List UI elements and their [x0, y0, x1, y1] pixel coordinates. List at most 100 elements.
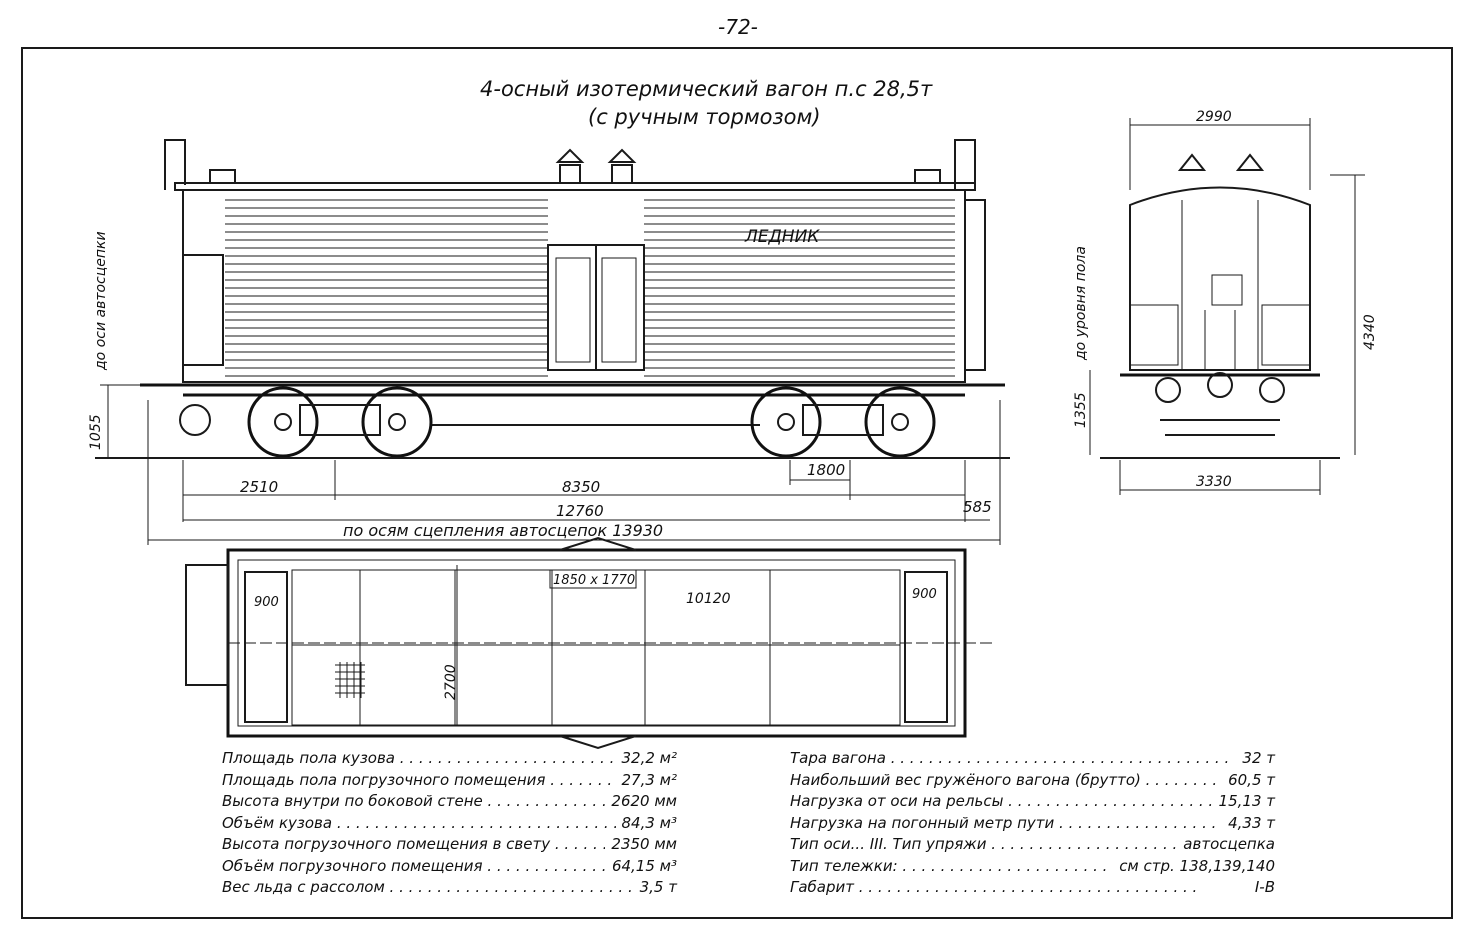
- dim-frame-length: 12760: [556, 502, 604, 520]
- end-vent: [1211, 274, 1243, 306]
- spec-row: Вес льда с рассолом 3,5 т: [222, 877, 677, 899]
- dim-overhang: 585: [963, 498, 992, 516]
- side-view: ЛЕДНИК 1055 до оси автосцепки 2510 8350: [88, 139, 1010, 545]
- ventilators: [1177, 153, 1265, 171]
- spec-row: Тип тележки: см стр. 138,139,140: [790, 856, 1275, 878]
- dim-coupler-height: 1055: [88, 414, 104, 450]
- spec-row: Габарит I-В: [790, 877, 1275, 899]
- spec-label: Высота внутри по боковой стене: [222, 791, 605, 813]
- bunker-right: [904, 571, 948, 723]
- dim-floor-height: 1355: [1073, 392, 1089, 428]
- dim-width-top: 2990: [1196, 109, 1232, 125]
- spec-value: 64,15 м³: [611, 856, 677, 875]
- underframe: [150, 383, 1000, 397]
- dim-bunker-right: 900: [912, 587, 937, 602]
- spec-value: 3,5 т: [639, 878, 677, 896]
- dim-width-bottom: 3330: [1196, 474, 1232, 490]
- spec-value: 27,3 м²: [621, 770, 678, 789]
- bogie-frame: [802, 404, 884, 436]
- specs-right: Тара вагона 32 т Наибольший вес гружёного …: [790, 748, 1275, 899]
- title-line-1: 4-осный изотермический вагон п.с 28,5т: [480, 77, 933, 101]
- ventilators: [559, 164, 633, 183]
- dim-inner-length: 10120: [686, 591, 731, 607]
- dim-coupler-label: до оси автосцепки: [93, 231, 109, 371]
- wheel: [864, 386, 936, 458]
- spec-value: 2350 мм: [611, 835, 677, 853]
- end-bunker-grille: [1129, 304, 1179, 366]
- bogie-left: [247, 386, 433, 458]
- spec-row: Тип оси... III. Тип упряжи автосцепка: [790, 834, 1275, 856]
- spec-label: Площадь пола погрузочного помещения: [222, 770, 616, 792]
- wheel: [361, 386, 433, 458]
- title-line-2: (с ручным тормозом): [588, 105, 821, 129]
- spec-row: Нагрузка от оси на рельсы 15,13 т: [790, 791, 1275, 813]
- spec-row: Площадь пола погрузочного помещения 27,3 …: [222, 770, 677, 792]
- spec-value: 15,13 т: [1218, 792, 1275, 810]
- spec-value: 32 т: [1242, 749, 1275, 767]
- dim-lines: [148, 479, 1000, 541]
- spec-row: Высота погрузочного помещения в свету 235…: [222, 834, 677, 856]
- drawing-frame: [21, 47, 1453, 919]
- spec-value: 84,3 м³: [621, 813, 678, 832]
- spec-label: Нагрузка от оси на рельсы: [790, 791, 1213, 813]
- roof-handrails: [164, 139, 976, 190]
- end-ladder: [182, 254, 224, 366]
- spec-label: Тип тележки:: [790, 856, 1113, 878]
- wheel: [247, 386, 319, 458]
- dim-inner-width: 2700: [443, 664, 459, 700]
- spec-label: Габарит: [790, 877, 1249, 899]
- spec-label: Объём кузова: [222, 813, 616, 835]
- car-body: [182, 189, 966, 383]
- dim-height: 4340: [1362, 314, 1378, 350]
- spec-label: Тип оси... III. Тип упряжи: [790, 834, 1177, 856]
- spec-value: 2620 мм: [611, 792, 677, 810]
- body-planking: [225, 199, 955, 377]
- spec-row: Объём погрузочного помещения 64,15 м³: [222, 856, 677, 878]
- specs-left: Площадь пола кузова 32,2 м² Площадь пола п…: [222, 748, 677, 899]
- bogie-frame: [299, 404, 381, 436]
- dim-total-label: по осям сцепления автосцепок 13930: [343, 521, 663, 540]
- dim-bogie-offset: 2510: [240, 478, 278, 496]
- spec-value: 32,2 м²: [621, 749, 678, 767]
- end-ladder-right: [964, 199, 986, 371]
- spec-label: Площадь пола кузова: [222, 748, 616, 770]
- spec-row: Нагрузка на погонный метр пути 4,33 т: [790, 813, 1275, 835]
- dim-floor-label: до уровня пола: [1073, 246, 1089, 361]
- spec-row: Наибольший вес гружёного вагона (брутто)…: [790, 770, 1275, 792]
- ice-hatches: [209, 169, 941, 183]
- dim-bogie-centers: 8350: [562, 478, 600, 496]
- dim-bunker-left: 900: [254, 595, 279, 610]
- spec-row: Объём кузова 84,3 м³: [222, 813, 677, 835]
- drain-grate: [335, 662, 365, 698]
- dim-door: 1850 x 1770: [553, 573, 635, 588]
- wheel: [750, 386, 822, 458]
- spec-row: Высота внутри по боковой стене 2620 мм: [222, 791, 677, 813]
- spec-value: 4,33 т: [1228, 813, 1275, 832]
- bunker-left: [244, 571, 288, 723]
- floor-grid: [291, 569, 901, 726]
- roof: [174, 182, 976, 191]
- spec-label: Нагрузка на погонный метр пути: [790, 813, 1222, 835]
- end-view: 2990 4340 1355 до уровня пола 3330: [1073, 109, 1378, 495]
- spec-label: Объём погрузочного помещения: [222, 856, 606, 878]
- page-number: -72-: [718, 15, 758, 39]
- end-platform: [185, 564, 229, 686]
- spec-value: I-В: [1254, 878, 1275, 896]
- spec-label: Наибольший вес гружёного вагона (брутто): [790, 770, 1222, 792]
- dim-coupler-height-line: [100, 384, 140, 458]
- spec-label: Вес льда с рассолом: [222, 877, 634, 899]
- spec-value: 60,5 т: [1228, 770, 1275, 789]
- spec-label: Высота погрузочного помещения в свету: [222, 834, 605, 856]
- plan-view: 900 900 1850 x 1770 10120 2700: [185, 536, 995, 750]
- end-body: [1129, 186, 1311, 371]
- spec-value: автосцепка: [1183, 835, 1275, 853]
- spec-row: Площадь пола кузова 32,2 м²: [222, 748, 677, 770]
- bogie-right: [750, 386, 936, 458]
- dim-wheelbase: 1800: [807, 461, 845, 479]
- hand-brake-wheel: [179, 404, 211, 436]
- spec-value: см стр. 138,139,140: [1119, 856, 1275, 875]
- body-label: ЛЕДНИК: [744, 227, 820, 247]
- coupler-head: [1207, 372, 1233, 398]
- spec-label: Тара вагона: [790, 748, 1236, 770]
